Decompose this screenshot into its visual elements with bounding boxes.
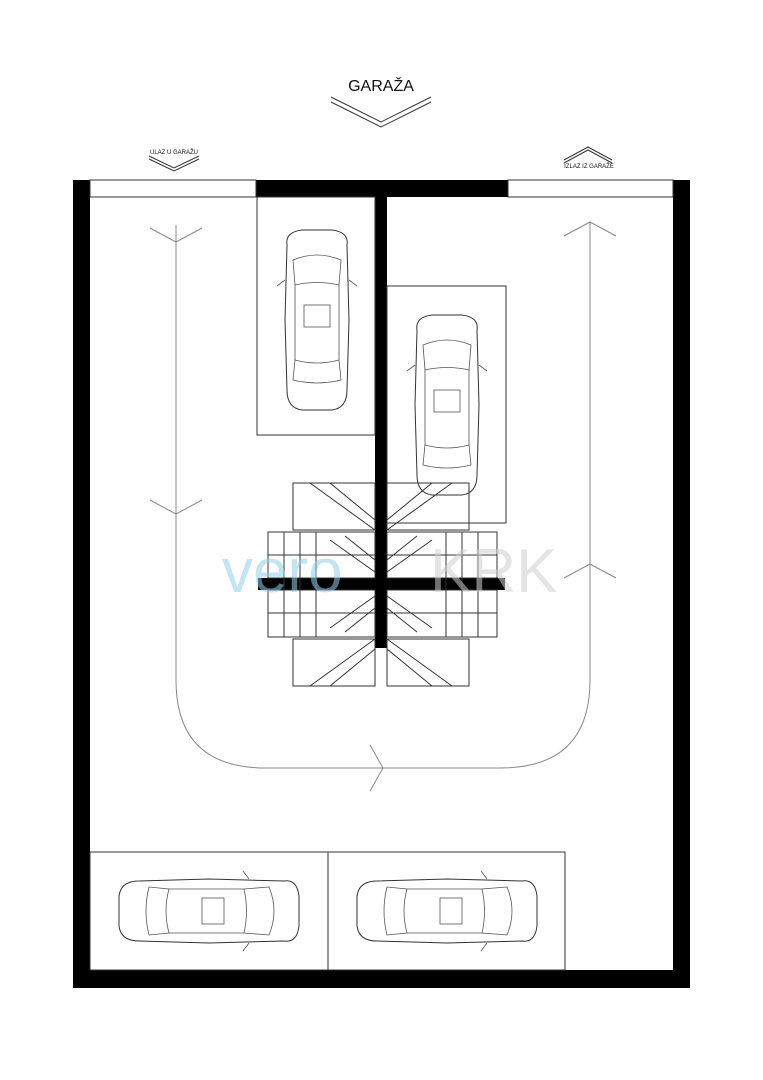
exit-chevron-icon bbox=[563, 146, 613, 164]
staircase-left bbox=[267, 482, 376, 687]
entrance-label: ULAZ U GARAŽU bbox=[150, 148, 198, 156]
watermark-logo: vero KRK bbox=[222, 537, 557, 606]
watermark-vero: vero bbox=[222, 537, 343, 606]
staircase-right bbox=[386, 482, 498, 687]
walls bbox=[73, 180, 690, 988]
entrance-chevron-icon bbox=[148, 155, 200, 172]
exit-opening bbox=[507, 179, 674, 198]
exit-label: IZLAZ IZ GARAŽE bbox=[564, 162, 614, 170]
car-2 bbox=[406, 314, 488, 496]
arrow-down-icon bbox=[149, 227, 203, 515]
watermark-krk: KRK bbox=[430, 537, 557, 606]
parking-space-1 bbox=[256, 196, 376, 436]
garage-title: GARAŽA bbox=[348, 76, 414, 95]
arrow-up-icon bbox=[563, 221, 617, 579]
car-1 bbox=[276, 229, 358, 411]
arrow-right-icon bbox=[369, 744, 384, 792]
parking-space-4 bbox=[327, 851, 566, 971]
car-4 bbox=[357, 871, 537, 951]
parking-space-2 bbox=[386, 285, 507, 524]
car-3 bbox=[119, 871, 299, 951]
entrance-opening bbox=[89, 179, 257, 198]
title-chevron-icon bbox=[330, 96, 432, 128]
